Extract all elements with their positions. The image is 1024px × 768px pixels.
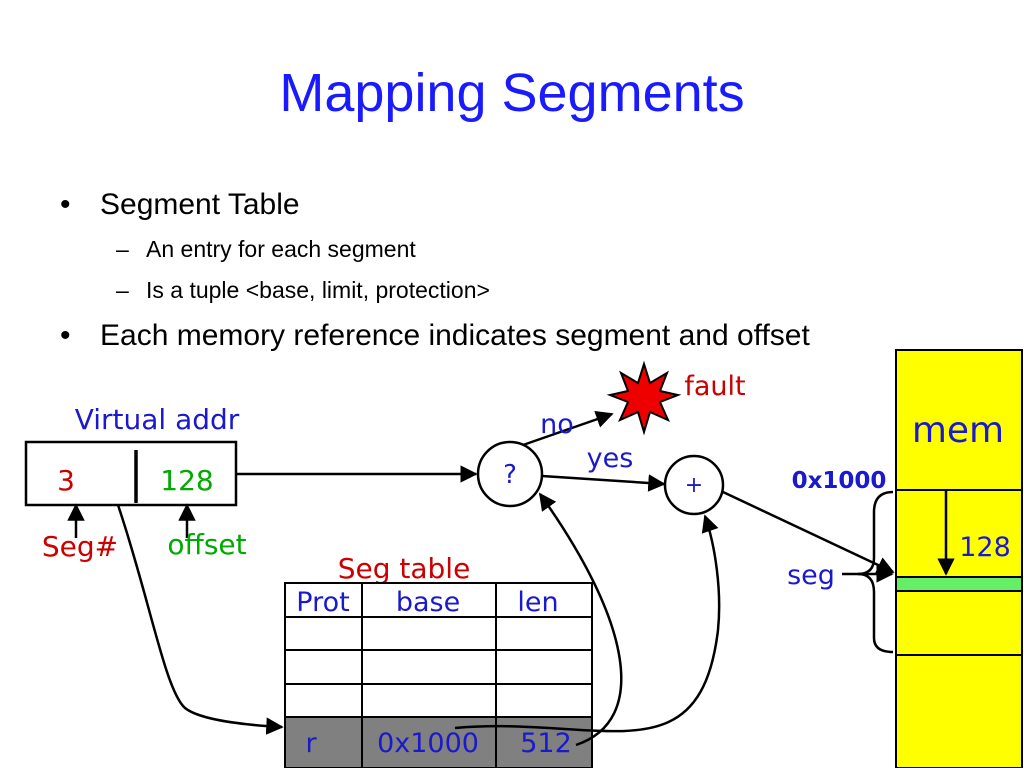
sub-bullet-text: Is a tuple <base, limit, protection> xyxy=(146,277,490,303)
base-to-adder-arrow xyxy=(454,514,721,733)
slide-title: Mapping Segments xyxy=(279,63,745,123)
memory-column: mem 128 xyxy=(895,349,1023,768)
segment-table-header-base: base xyxy=(396,587,460,618)
bullet-dot: • xyxy=(60,319,71,352)
offset-value: 128 xyxy=(160,464,213,497)
base-address-label: 0x1000 xyxy=(792,468,887,494)
segment-brace-label: seg xyxy=(787,560,835,591)
virtual-address-label: Virtual addr xyxy=(75,403,240,436)
segment-table-cell-len: 512 xyxy=(520,728,572,759)
sub-bullet-entry: –An entry for each segment xyxy=(116,236,416,263)
bullet-dot: • xyxy=(60,188,71,221)
bullet-text: Each memory reference indicates segment … xyxy=(100,319,810,352)
bullet-memory-reference: • Each memory reference indicates segment… xyxy=(60,319,810,353)
sub-bullet-dash: – xyxy=(116,236,129,262)
memory-block xyxy=(895,349,1023,768)
segment-table-active-row xyxy=(285,717,592,768)
segment-table-cell-base: 0x1000 xyxy=(377,728,479,759)
memory-offset-label: 128 xyxy=(959,532,1011,563)
yes-arrow xyxy=(541,474,666,492)
memory-label: mem xyxy=(912,410,1004,451)
adder-to-memory-arrow xyxy=(722,490,895,574)
length-to-compare-arrow xyxy=(538,492,623,747)
memory-segment-highlight xyxy=(895,576,1023,592)
sub-bullet-tuple: –Is a tuple <base, limit, protection> xyxy=(116,277,490,304)
segment-table-cell-prot: r xyxy=(305,728,317,759)
segment-table-label: Seg table xyxy=(338,552,471,585)
segment-table-border xyxy=(284,582,593,768)
bullet-text: Segment Table xyxy=(100,188,300,221)
no-label: no xyxy=(540,409,574,440)
yes-label: yes xyxy=(587,443,634,474)
segment-number-label: Seg# xyxy=(42,530,118,563)
sub-bullet-dash: – xyxy=(116,277,129,303)
segment-table-header-prot: Prot xyxy=(296,587,349,618)
no-arrow xyxy=(522,410,614,447)
segment-lookup-arrow xyxy=(116,504,284,735)
segment-number-value: 3 xyxy=(57,464,75,497)
segment-brace xyxy=(857,490,894,654)
bullet-segment-table: • Segment Table xyxy=(60,188,300,222)
add-symbol: + xyxy=(685,473,703,498)
fault-label: fault xyxy=(684,371,745,402)
limit-compare-circle xyxy=(476,440,544,508)
segment-table-header-len: len xyxy=(517,587,558,618)
fault-star-icon xyxy=(606,360,682,436)
segment-table: Prot base len r 0x1000 512 xyxy=(284,582,593,768)
compare-symbol: ? xyxy=(503,460,517,490)
sub-bullet-text: An entry for each segment xyxy=(146,236,416,262)
offset-label: offset xyxy=(167,528,246,561)
